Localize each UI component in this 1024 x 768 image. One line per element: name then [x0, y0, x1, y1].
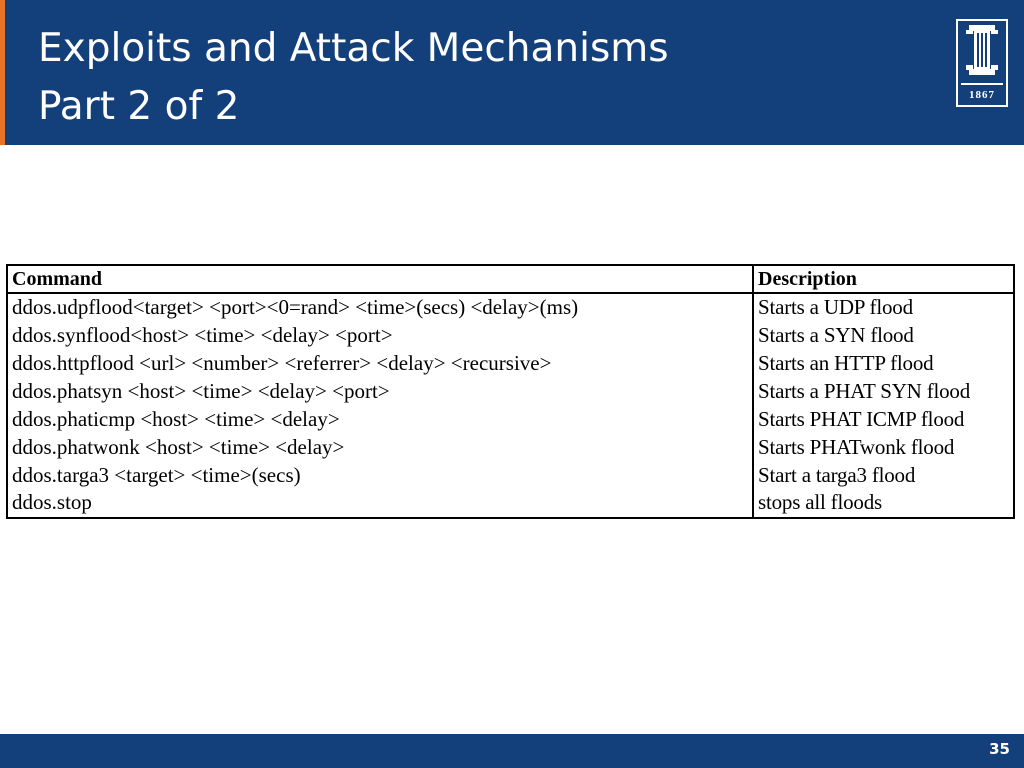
- description-cell: Starts a SYN flood: [758, 322, 914, 347]
- description-cell: Start a targa3 flood: [758, 462, 916, 487]
- slide-header: Exploits and Attack Mechanisms Part 2 of…: [0, 0, 1024, 145]
- page-number: 35: [989, 740, 1010, 758]
- slide-title: Exploits and Attack Mechanisms Part 2 of…: [38, 20, 898, 136]
- slide-title-line-1: Exploits and Attack Mechanisms: [38, 26, 669, 71]
- description-cell: Starts a UDP flood: [758, 295, 913, 320]
- slide-title-line-2: Part 2 of 2: [38, 84, 240, 129]
- table-row: ddos.stop stops all floods: [8, 488, 1013, 517]
- table-row: ddos.phaticmp <host> <time> <delay> Star…: [8, 405, 1013, 434]
- university-column-logo-icon: [966, 25, 998, 75]
- table-row: ddos.phatwonk <host> <time> <delay> Star…: [8, 433, 1013, 462]
- table-row: ddos.httpflood <url> <number> <referrer>…: [8, 349, 1013, 378]
- command-table: Command Description ddos.udpflood<target…: [8, 266, 1013, 517]
- command-cell: ddos.stop: [8, 488, 754, 517]
- header-accent-bar: [0, 0, 5, 145]
- university-logo: 1867: [956, 19, 1008, 107]
- column-header-description: Description: [753, 266, 1013, 294]
- table-row: ddos.phatsyn <host> <time> <delay> <port…: [8, 377, 1013, 406]
- slide-footer: 35: [0, 734, 1024, 768]
- logo-divider: [961, 83, 1003, 85]
- table-header-row: Command Description: [8, 266, 1013, 294]
- command-cell: ddos.phatsyn <host> <time> <delay> <port…: [8, 377, 754, 406]
- command-cell: ddos.udpflood<target> <port><0=rand> <ti…: [8, 293, 754, 322]
- table-row: ddos.targa3 <target> <time>(secs) Start …: [8, 461, 1013, 489]
- description-cell: Starts an HTTP flood: [758, 350, 934, 375]
- table-row: ddos.udpflood<target> <port><0=rand> <ti…: [8, 293, 1013, 322]
- description-cell: Starts PHATwonk flood: [758, 434, 955, 459]
- logo-year: 1867: [969, 89, 995, 101]
- column-header-command: Command: [8, 266, 754, 294]
- command-cell: ddos.phatwonk <host> <time> <delay>: [8, 433, 754, 462]
- table-row: ddos.synflood<host> <time> <delay> <port…: [8, 321, 1013, 350]
- command-cell: ddos.httpflood <url> <number> <referrer>…: [8, 349, 754, 378]
- description-cell: Starts a PHAT SYN flood: [758, 378, 971, 403]
- description-cell: stops all floods: [758, 490, 882, 515]
- description-cell: Starts PHAT ICMP flood: [758, 406, 965, 431]
- command-cell: ddos.targa3 <target> <time>(secs): [8, 461, 754, 489]
- command-cell: ddos.synflood<host> <time> <delay> <port…: [8, 321, 754, 350]
- command-cell: ddos.phaticmp <host> <time> <delay>: [8, 405, 754, 434]
- ddos-command-table: Command Description ddos.udpflood<target…: [6, 264, 1015, 519]
